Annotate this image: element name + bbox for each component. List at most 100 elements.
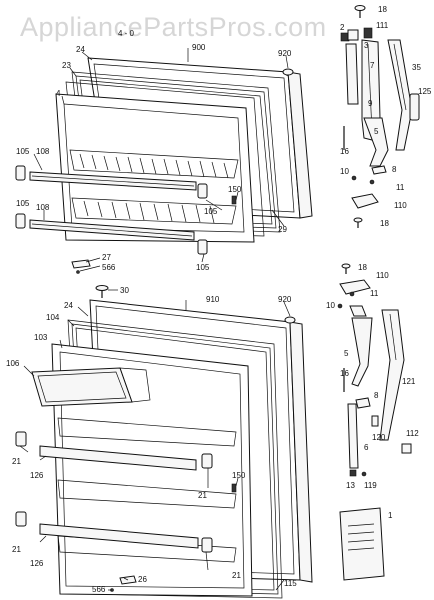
upper-inner-door-liner [55, 93, 255, 243]
part-111 [363, 27, 373, 39]
label-106: 106 [6, 359, 20, 368]
label-18-mid: 18 [380, 219, 389, 228]
handle-35 [387, 39, 413, 151]
label-29: 29 [278, 225, 287, 234]
owners-manual-1 [339, 507, 385, 581]
watermark: AppliancePartsPros.com [20, 12, 327, 42]
label-112: 112 [406, 429, 419, 438]
cap-21-left-b [15, 511, 27, 527]
trim-125 [409, 93, 420, 121]
label-120: 120 [372, 433, 386, 442]
upper-door-edge [287, 71, 313, 219]
screw-11 [369, 179, 375, 185]
label-23: 23 [62, 61, 71, 70]
label-3: 3 [364, 41, 369, 50]
label-105-a: 105 [16, 147, 30, 156]
hinge-110-upper [351, 193, 379, 209]
label-16-lower: 16 [340, 369, 349, 378]
label-920-upper: 920 [278, 49, 292, 58]
label-108-b: 108 [36, 203, 50, 212]
lower-door-assembly [15, 299, 313, 599]
label-30: 30 [120, 286, 129, 295]
label-6: 6 [364, 443, 369, 452]
label-900: 900 [192, 43, 206, 52]
plug-920-lower [284, 316, 296, 324]
part-112 [401, 443, 412, 454]
label-110-upper: 110 [394, 201, 407, 210]
label-105-b: 105 [16, 199, 30, 208]
label-24-lower: 24 [64, 301, 73, 310]
label-11-lower: 11 [370, 289, 379, 298]
screw-18-bottom [353, 217, 363, 228]
label-566-upper: 566 [102, 263, 116, 272]
screw-30 [95, 285, 109, 298]
label-35: 35 [412, 63, 421, 72]
label-21-d: 21 [232, 571, 241, 580]
label-111-upper: 111 [376, 21, 389, 30]
label-126-b: 126 [30, 559, 44, 568]
label-16-upper: 16 [340, 147, 349, 156]
lower-shelf-ribs [83, 200, 215, 224]
hinge-cover-5 [363, 117, 389, 167]
cap-21-right-b [201, 537, 213, 553]
label-115: 115 [284, 579, 297, 588]
upper-door-assembly [15, 57, 313, 298]
label-104: 104 [46, 313, 60, 322]
label-105-d: 105 [196, 263, 210, 272]
washer-10 [351, 175, 357, 181]
upper-hinge-parts [340, 5, 420, 228]
label-2: 2 [340, 23, 345, 32]
label-8-lower: 8 [374, 391, 379, 400]
hinge-cover-5-lower [351, 317, 373, 387]
screw-18-lower [341, 263, 351, 274]
part-13 [349, 469, 357, 477]
label-1: 1 [388, 511, 393, 520]
label-18-lower: 18 [358, 263, 367, 272]
label-10-upper: 10 [340, 167, 349, 176]
label-566-lower: 566 [92, 585, 106, 594]
label-125: 125 [418, 87, 432, 96]
hinge-part-8 [371, 165, 387, 175]
label-105-c: 105 [204, 207, 218, 216]
label-21-c: 21 [12, 545, 21, 554]
part-number-labels: 4 - 0 900 920 24 23 4 105 108 105 108 15… [6, 5, 432, 594]
label-18-top: 18 [378, 5, 387, 14]
top-header-fragment: 4 - 0 [118, 29, 135, 38]
cap-21-right-a [201, 453, 213, 469]
label-11-upper: 11 [396, 183, 405, 192]
label-7: 7 [370, 61, 375, 70]
clip-27 [71, 259, 91, 269]
label-910: 910 [206, 295, 220, 304]
hinge-110-lower [339, 279, 371, 295]
lower-door-edge [289, 321, 313, 583]
label-110-lower: 110 [376, 271, 389, 280]
label-27: 27 [102, 253, 111, 262]
label-21-b: 21 [198, 491, 207, 500]
label-150-upper: 150 [228, 185, 242, 194]
part-120 [371, 415, 379, 427]
hinge-part-8-lower [355, 397, 371, 409]
rail-end-cap-right-2 [197, 239, 208, 255]
label-121: 121 [402, 377, 416, 386]
door-bin-rail-126-b [39, 523, 199, 549]
rail-end-cap-right-1 [197, 183, 208, 199]
screw-11-lower [349, 291, 355, 297]
lower-hinge-parts [337, 263, 412, 581]
label-26: 26 [138, 575, 147, 584]
label-10-lower: 10 [326, 301, 335, 310]
door-bin-rail-126-a [39, 445, 197, 471]
plug-920-upper [282, 68, 294, 76]
label-5-upper: 5 [374, 127, 379, 136]
washer-10-lower [337, 303, 343, 309]
trim-strip-6 [347, 403, 359, 469]
label-126-a: 126 [30, 471, 44, 480]
label-13: 13 [346, 481, 355, 490]
label-150-lower: 150 [232, 471, 246, 480]
label-8-upper: 8 [392, 165, 397, 174]
label-103: 103 [34, 333, 48, 342]
label-4: 4 [56, 89, 61, 98]
block-lower [349, 305, 367, 317]
label-119: 119 [364, 481, 377, 490]
cap-21-left-a [15, 431, 27, 447]
